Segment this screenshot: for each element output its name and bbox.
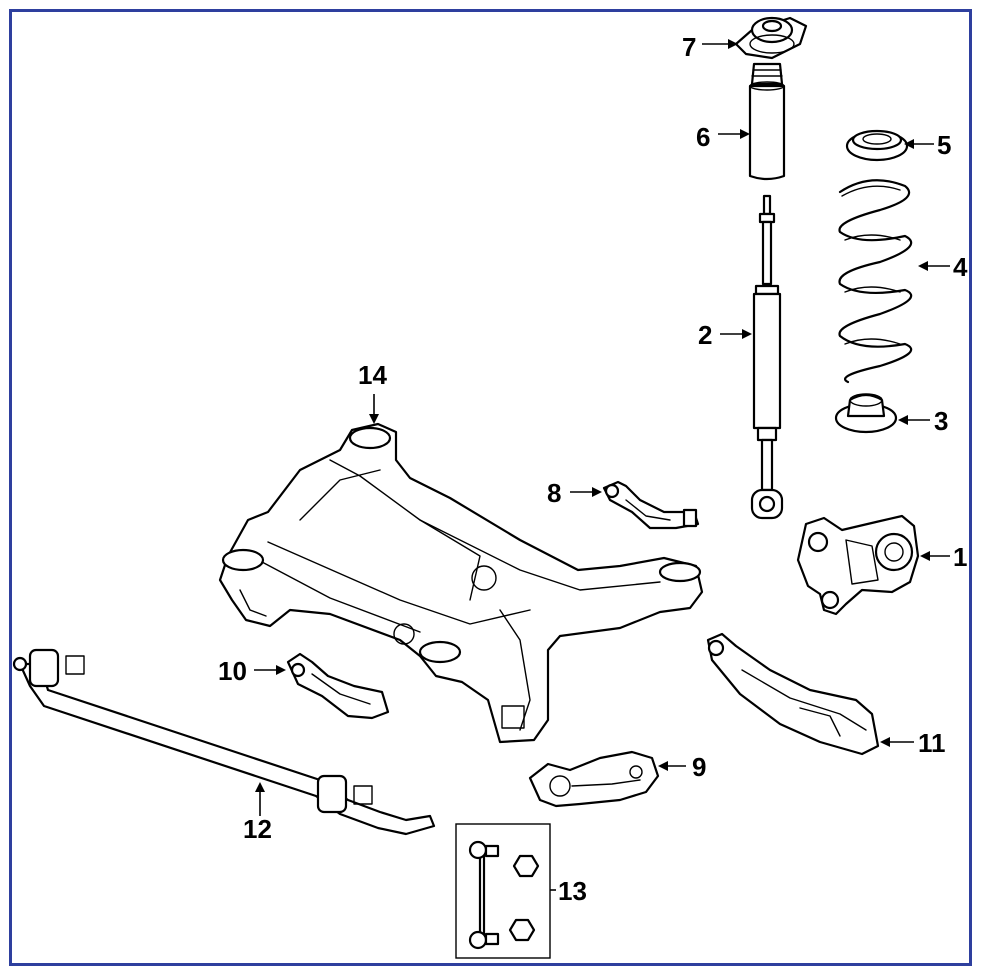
part-11-lower-control-arm[interactable]: [706, 632, 880, 756]
callout-2: 2: [698, 320, 712, 350]
part-13-stabilizer-link-kit[interactable]: [455, 823, 551, 959]
part-8-upper-link[interactable]: [602, 480, 700, 530]
callout-4: 4: [953, 252, 968, 282]
part-3-lower-isolator[interactable]: [834, 393, 898, 434]
part-6-dust-boot[interactable]: [748, 62, 786, 181]
part-1-knuckle[interactable]: [796, 514, 920, 616]
callout-8: 8: [547, 478, 561, 508]
callout-10: 10: [218, 656, 247, 686]
callout-14: 14: [358, 360, 387, 390]
part-7-upper-mount[interactable]: [734, 16, 808, 60]
callout-leaders: [254, 39, 950, 891]
part-14-crossmember[interactable]: [218, 422, 704, 744]
part-9-toe-link[interactable]: [528, 750, 660, 808]
part-12-stabilizer-bar[interactable]: [12, 648, 436, 836]
callout-1: 1: [953, 542, 967, 572]
callout-labels: 7 6 5 4 2 3 1 8 9 10 11 12 13 14: [218, 32, 968, 906]
callout-12: 12: [243, 814, 272, 844]
part-10-trailing-link[interactable]: [286, 652, 390, 720]
part-4-coil-spring[interactable]: [838, 179, 913, 384]
callout-9: 9: [692, 752, 706, 782]
part-5-spring-upper-seat[interactable]: [845, 129, 909, 162]
callout-6: 6: [696, 122, 710, 152]
callout-7: 7: [682, 32, 696, 62]
callout-5: 5: [937, 130, 951, 160]
callout-11: 11: [918, 728, 946, 758]
callout-3: 3: [934, 406, 948, 436]
diagram-frame: [9, 9, 972, 966]
callout-13: 13: [558, 876, 587, 906]
part-2-shock-absorber[interactable]: [750, 194, 784, 520]
